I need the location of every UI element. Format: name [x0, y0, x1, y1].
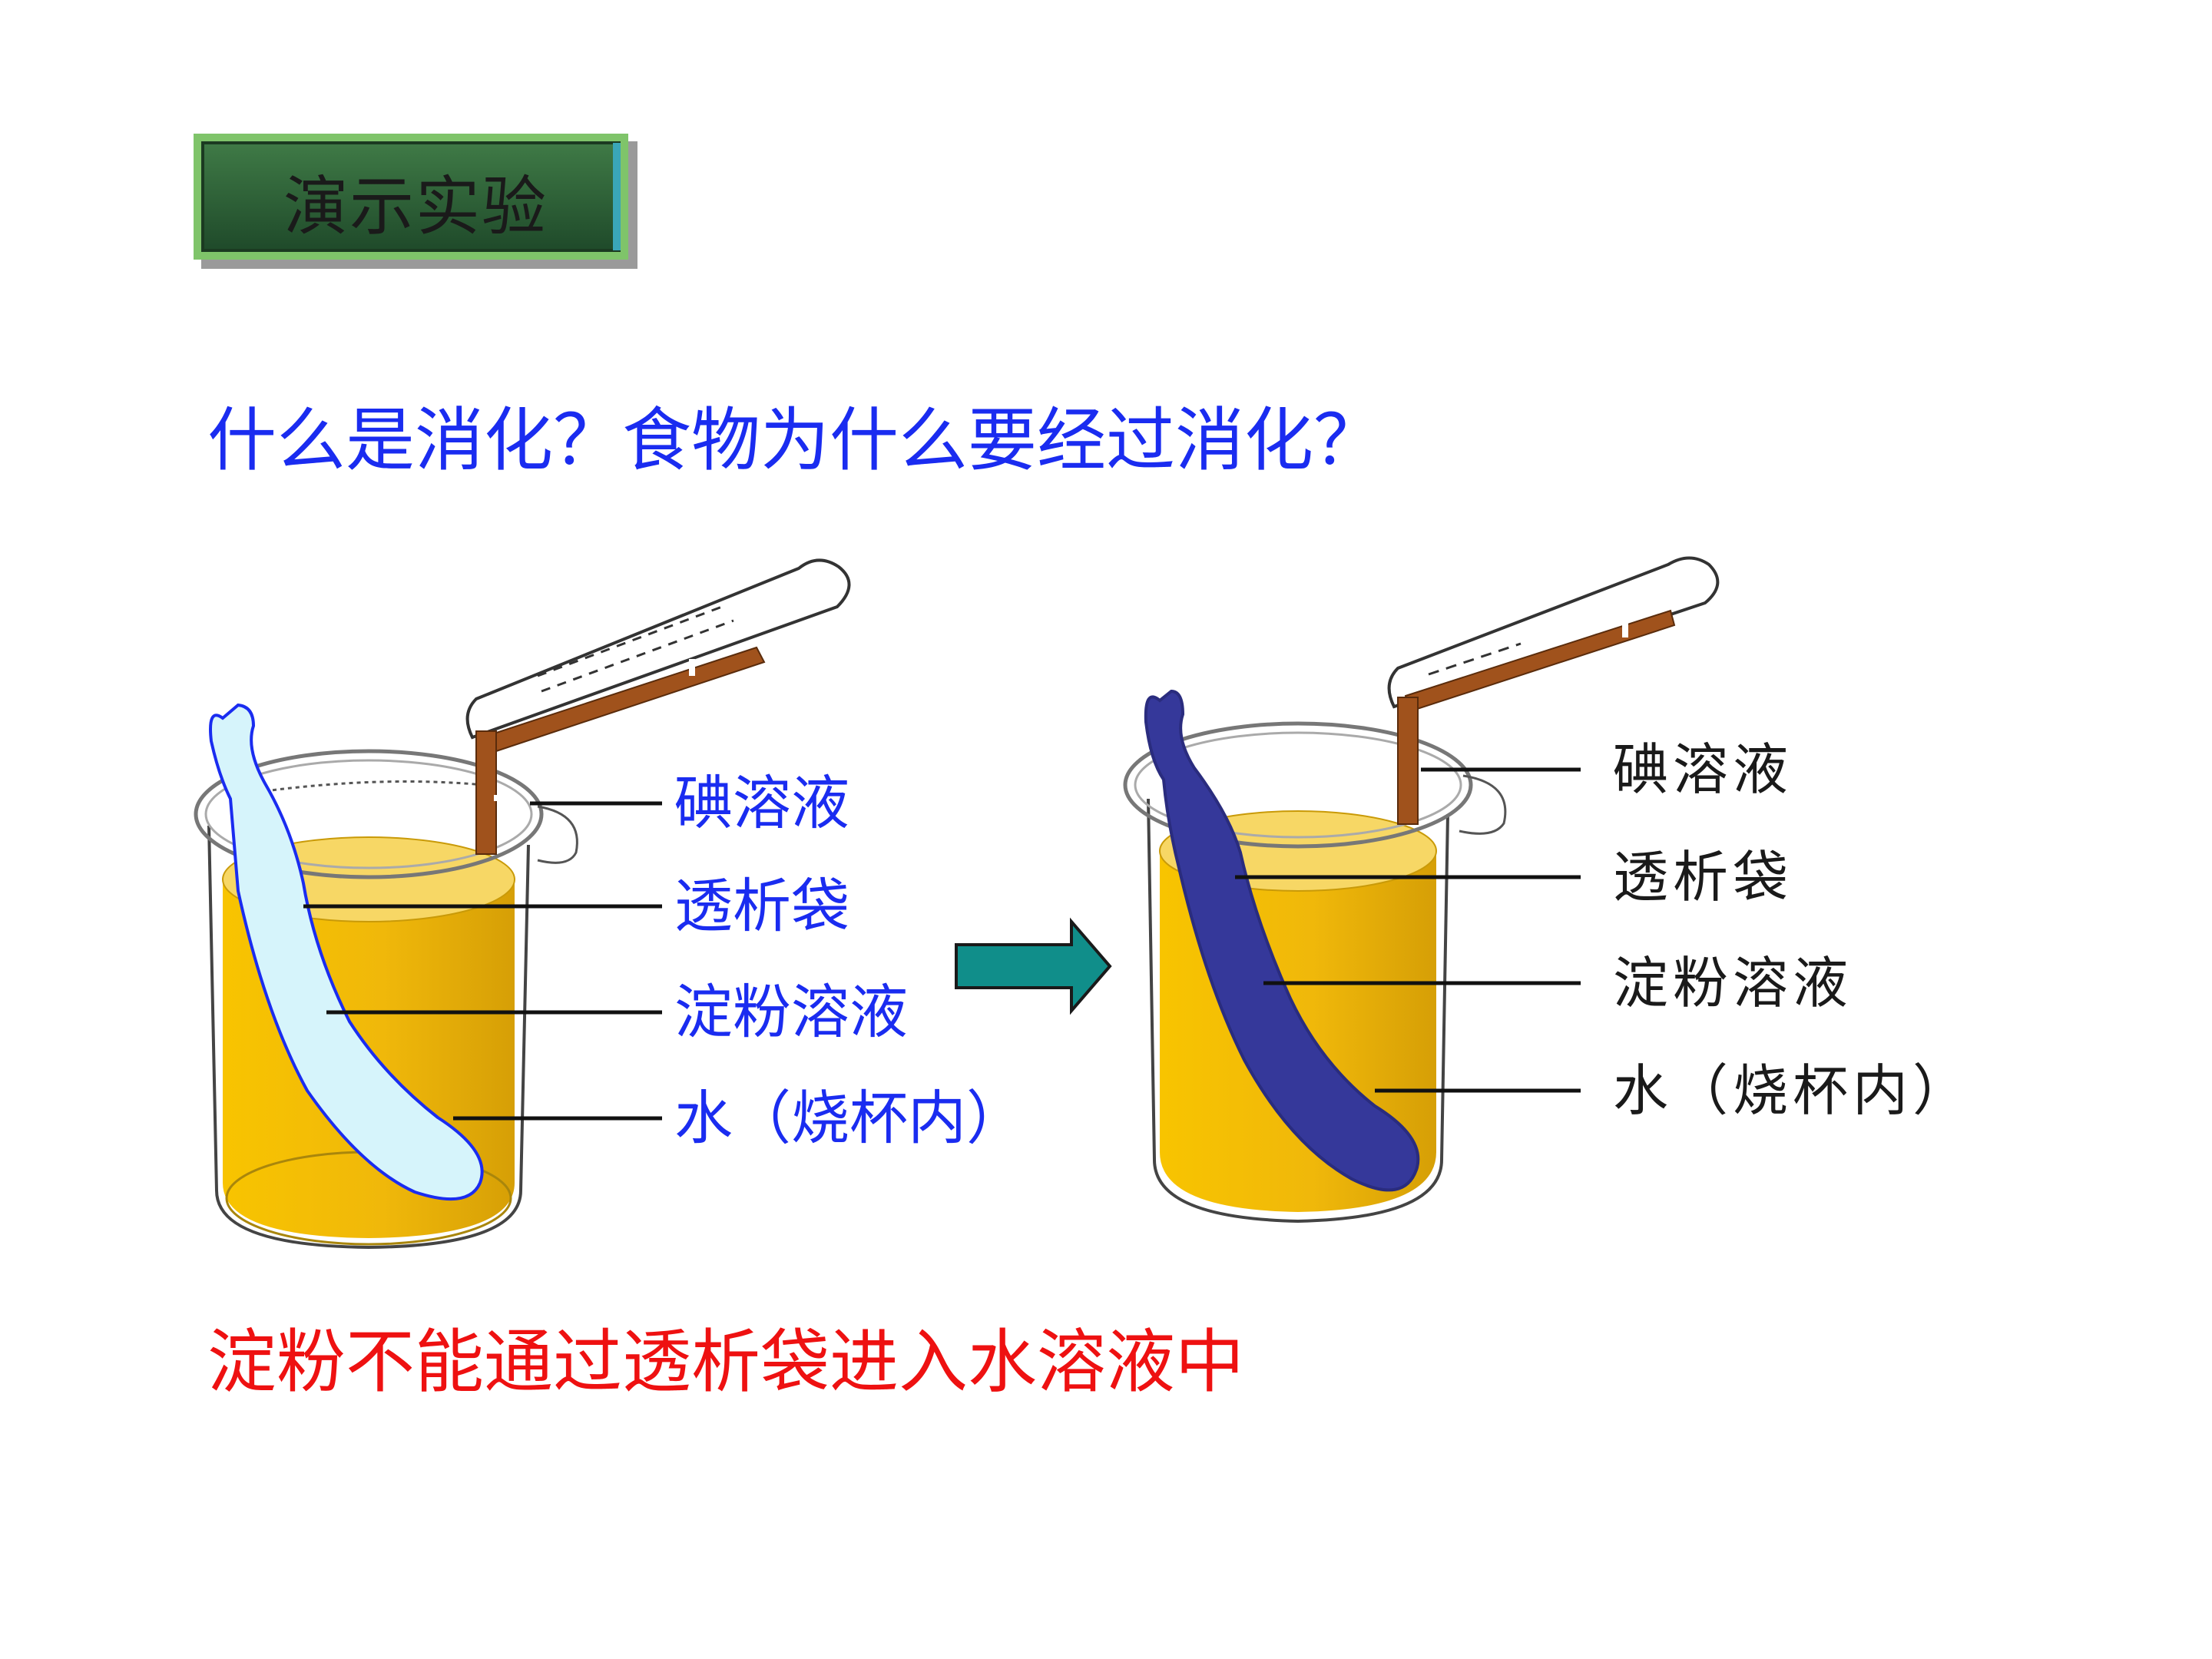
dialysis-bag-before [209, 703, 484, 1201]
beaker-before-glass [207, 825, 530, 1250]
label-starch-after: 淀粉溶液 [1613, 951, 1853, 1015]
beaker-after [1123, 689, 1507, 1224]
label-iodine-before: 碘溶液 [674, 769, 849, 837]
title-box-bg [194, 134, 637, 269]
transition-arrow [955, 917, 1112, 1015]
beaker-after-glass [1147, 798, 1449, 1224]
title-text: 演示实验 [283, 168, 548, 244]
leader-lines-before [303, 801, 662, 1121]
dropper-before [465, 558, 851, 855]
dropper-after [1387, 556, 1720, 825]
label-water-after: 水（烧杯内） [1613, 1058, 1973, 1123]
beaker-after-rim [1123, 721, 1473, 849]
beaker-before-rim [194, 749, 544, 879]
label-water-before: 水（烧杯内） [674, 1084, 1025, 1152]
label-dialysis-bag-after: 透析袋 [1613, 845, 1793, 909]
question-text: 什么是消化？食物为什么要经过消化？ [207, 400, 1382, 481]
dialysis-bag-after [1144, 689, 1420, 1192]
label-dialysis-bag-before: 透析袋 [674, 872, 849, 940]
conclusion-text: 淀粉不能通过透析袋进入水溶液中 [207, 1322, 1244, 1402]
title-box: 演示实验 [194, 134, 637, 269]
leader-lines-after [1235, 767, 1581, 1093]
beaker-before [194, 703, 578, 1250]
label-iodine-after: 碘溶液 [1613, 737, 1793, 802]
label-starch-before: 淀粉溶液 [674, 978, 908, 1046]
